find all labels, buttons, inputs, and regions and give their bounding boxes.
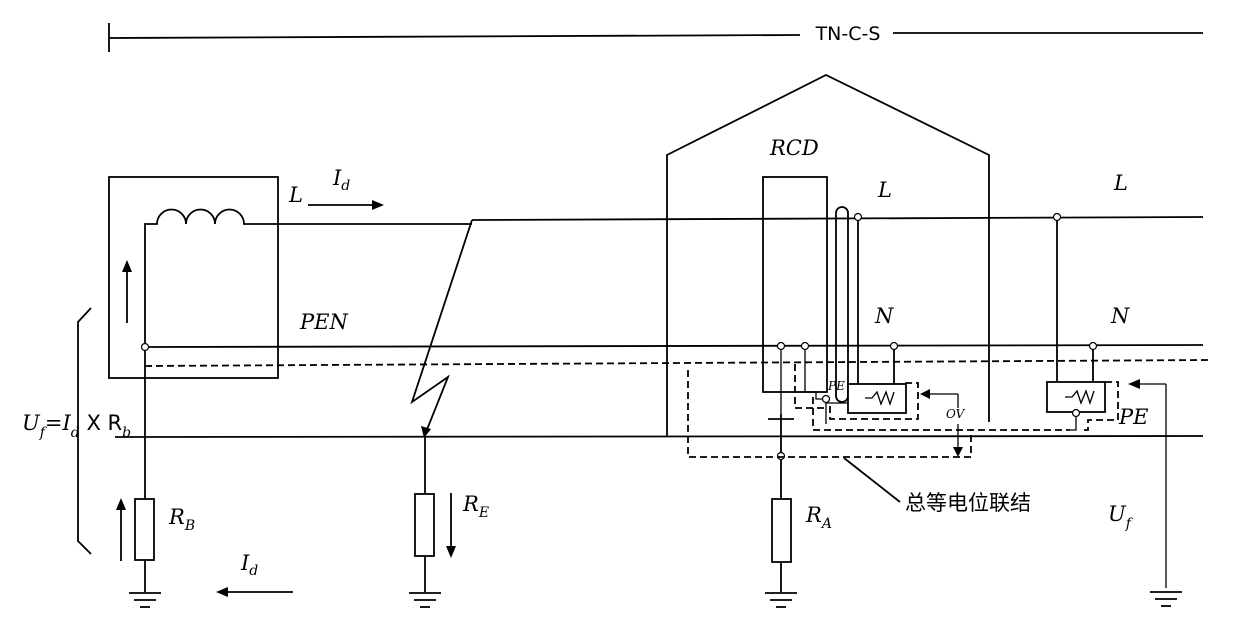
pen-conductor <box>144 344 1204 348</box>
line-label-right: L <box>1113 171 1128 195</box>
fault-path <box>410 219 473 438</box>
line-label-source: L <box>288 183 303 207</box>
earth-reference-line <box>114 435 1204 438</box>
equipotential-bonding-label: 总等电位联结 <box>905 491 1031 515</box>
system-span-indicator: TN-C-S <box>108 23 1203 52</box>
line-conductor <box>471 216 1204 221</box>
fault-current-arrow <box>308 200 384 210</box>
return-current-arrow <box>216 587 293 597</box>
transformer-source <box>108 176 472 379</box>
neutral-label-building: N <box>874 304 894 328</box>
installation-earth-ra <box>765 414 797 608</box>
fault-current-label-top: Id <box>332 166 350 194</box>
resistor-ra <box>771 498 792 563</box>
equipotential-bonding-zone <box>687 370 972 503</box>
system-type-label: TN-C-S <box>815 23 881 45</box>
re-label: RE <box>462 492 489 521</box>
ra-label: RA <box>805 503 832 532</box>
touch-voltage-label-right: Uf <box>1108 502 1134 532</box>
overvoltage-label: OV <box>946 407 966 421</box>
load-equipment-1 <box>847 383 907 414</box>
fault-earth-re <box>409 437 456 608</box>
fault-current-label-bottom: Id <box>240 551 258 579</box>
neutral-label-right: N <box>1110 304 1130 328</box>
overvoltage-arrows <box>920 389 963 457</box>
load-equipment-2 <box>1046 217 1182 607</box>
line-label-building: L <box>877 178 892 202</box>
rb-label: RB <box>168 505 195 534</box>
pe-label-small: PE <box>827 379 845 393</box>
touch-voltage-brace <box>77 307 92 555</box>
rcd-device <box>762 176 1070 431</box>
source-earth-rb <box>116 342 161 608</box>
building-outline <box>666 73 990 437</box>
resistor-re <box>414 493 435 557</box>
pe-label-right: PE <box>1118 405 1148 429</box>
resistor-rb <box>134 498 155 561</box>
pen-label: PEN <box>299 310 348 334</box>
pe-dashed-conductor <box>144 359 1213 367</box>
touch-voltage-formula: Uf=Id X Rb <box>22 411 131 441</box>
junction-dots <box>776 212 1098 418</box>
rcd-label: RCD <box>769 136 819 160</box>
